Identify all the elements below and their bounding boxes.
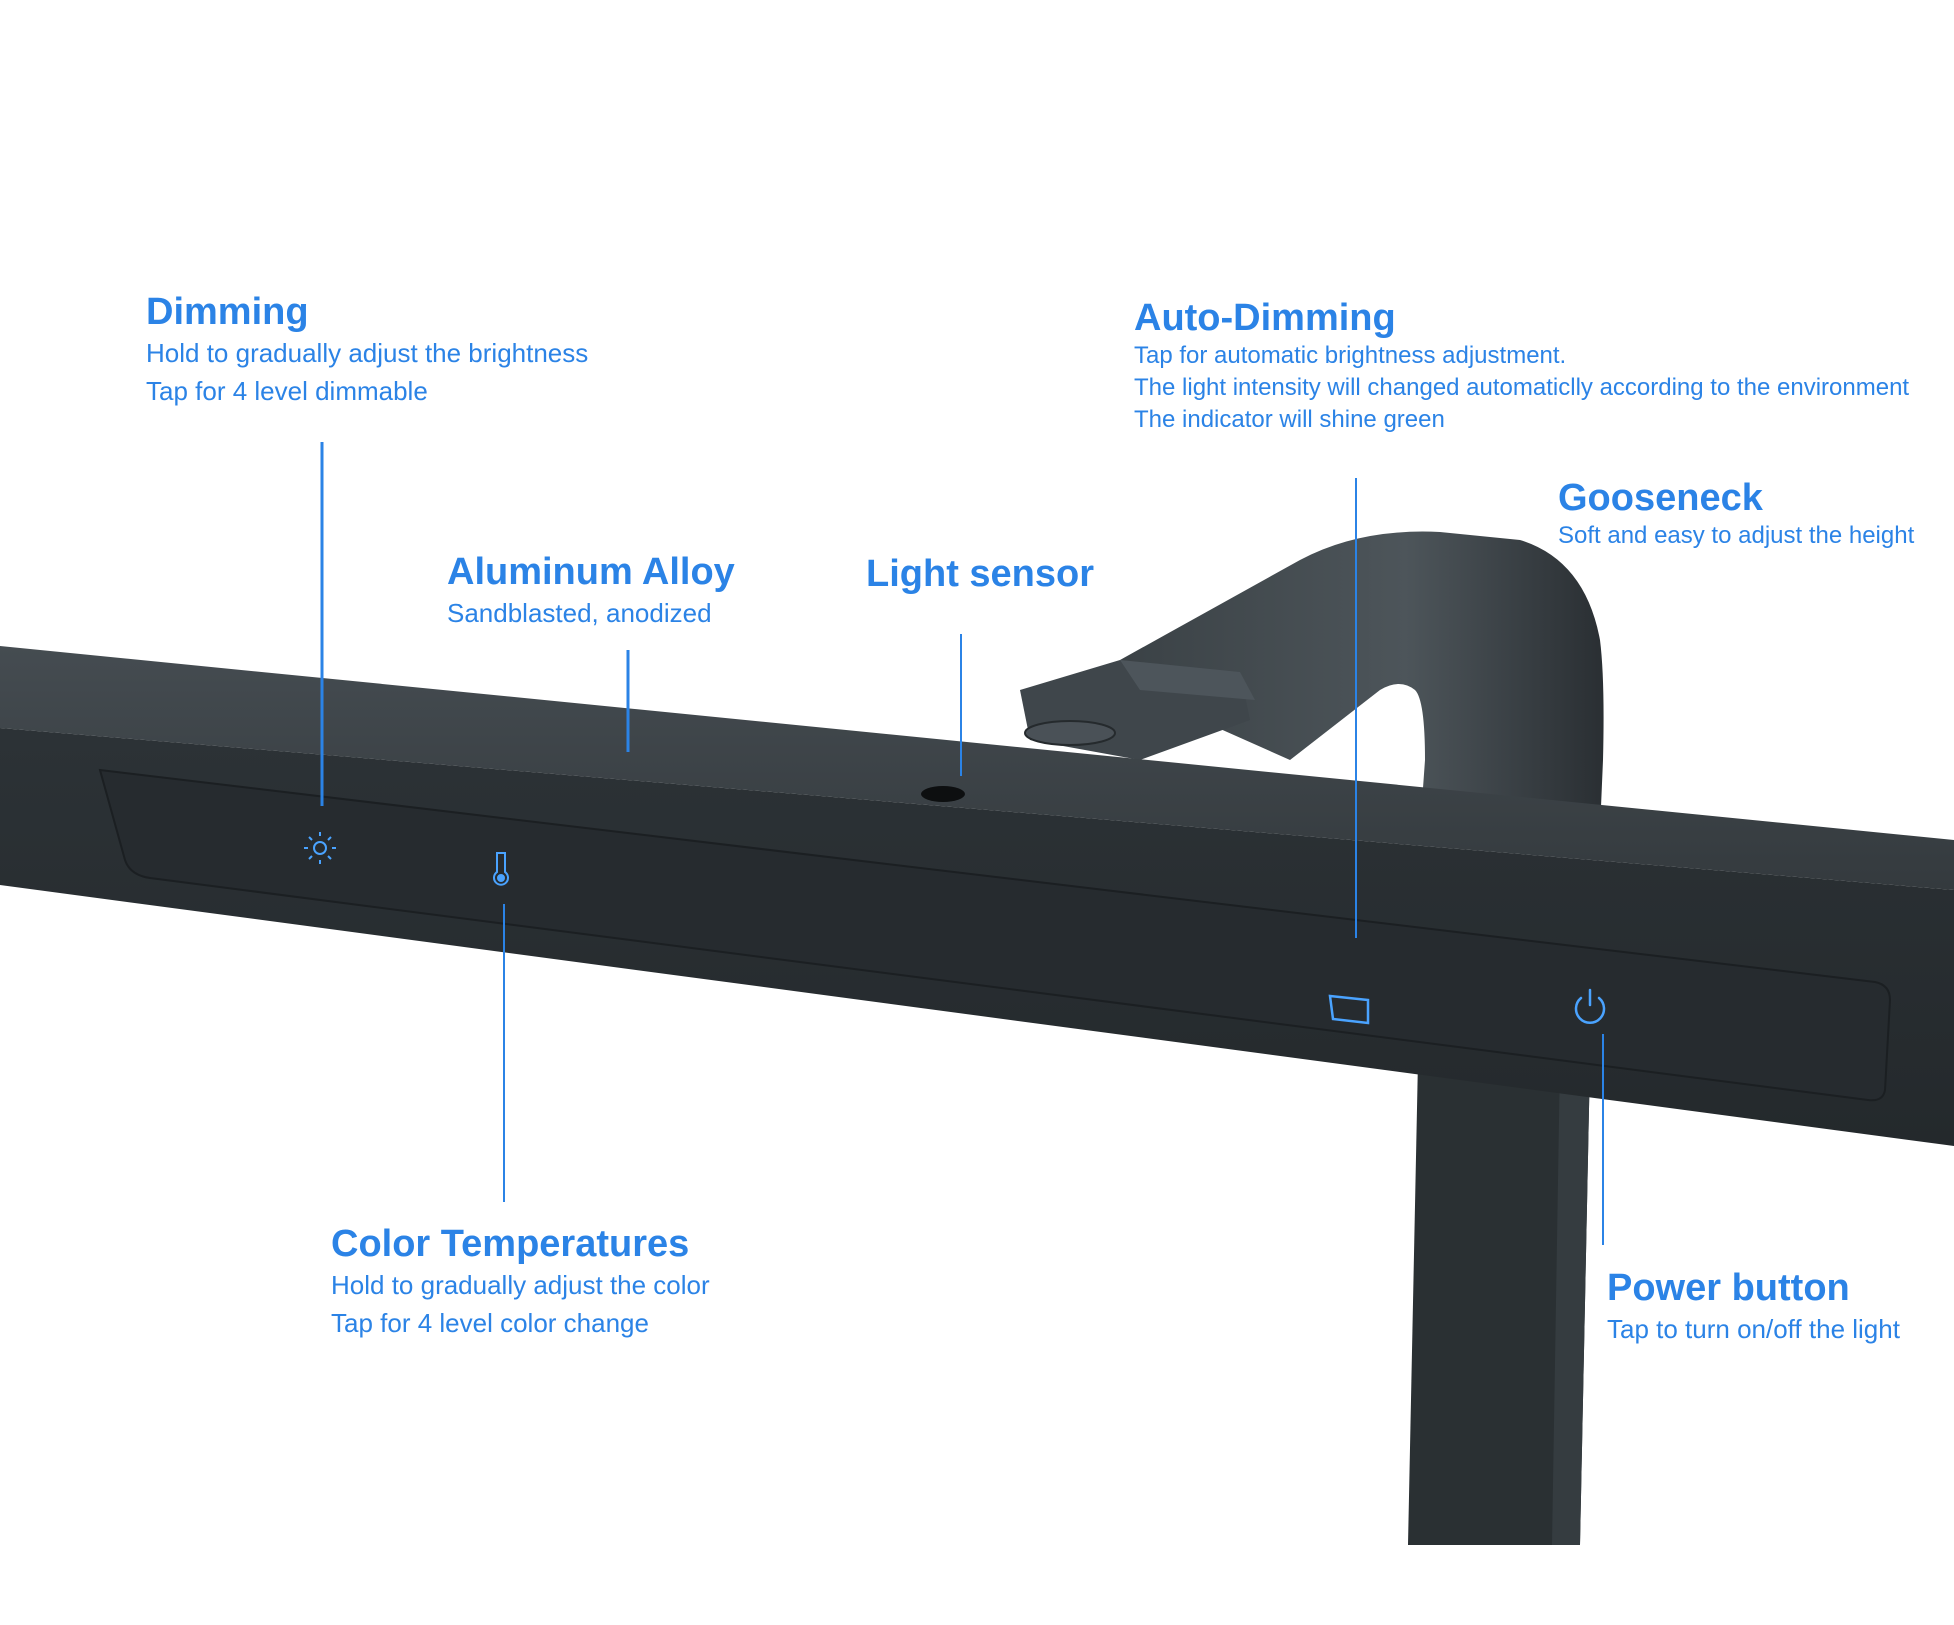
power-icon[interactable] (1574, 988, 1606, 1024)
annotation-color-temperatures: Color Temperatures Hold to gradually adj… (331, 1222, 710, 1342)
light-sensor-hole (921, 786, 965, 802)
touch-panel (98, 768, 1892, 1102)
auto-dimming-title: Auto-Dimming (1134, 297, 1396, 339)
gooseneck-line-1: Soft and easy to adjust the height (1558, 522, 1915, 549)
auto-dimming-line-3: The indicator will shine green (1134, 406, 1445, 433)
gooseneck-title: Gooseneck (1558, 477, 1763, 519)
power-button-title: Power button (1607, 1267, 1850, 1309)
aluminum-alloy-line-1: Sandblasted, anodized (447, 598, 712, 628)
annotation-dimming: Dimming Hold to gradually adjust the bri… (146, 290, 588, 410)
dimming-title: Dimming (146, 291, 309, 333)
color-temperatures-line-1: Hold to gradually adjust the color (331, 1270, 710, 1300)
auto-dimming-line-2: The light intensity will changed automat… (1134, 374, 1910, 401)
color-temperatures-line-2: Tap for 4 level color change (331, 1308, 649, 1338)
thermometer-icon[interactable] (493, 852, 509, 886)
color-temperatures-title: Color Temperatures (331, 1223, 690, 1265)
sun-dimming-icon[interactable] (304, 832, 336, 864)
power-button-line-1: Tap to turn on/off the light (1607, 1314, 1900, 1344)
annotation-light-sensor: Light sensor (866, 552, 1094, 596)
annotation-auto-dimming: Auto-Dimming Tap for automatic brightnes… (1134, 296, 1909, 436)
annotation-aluminum-alloy: Aluminum Alloy Sandblasted, anodized (447, 550, 735, 632)
auto-dimming-line-1: Tap for automatic brightness adjustment. (1134, 342, 1567, 369)
lamp-bar-top (0, 646, 1954, 890)
aluminum-alloy-title: Aluminum Alloy (447, 551, 735, 593)
dimming-line-2: Tap for 4 level dimmable (146, 376, 428, 406)
light-sensor-title: Light sensor (866, 553, 1095, 595)
auto-dimming-icon[interactable] (1328, 994, 1370, 1025)
annotation-power-button: Power button Tap to turn on/off the ligh… (1607, 1266, 1900, 1348)
annotation-gooseneck: Gooseneck Soft and easy to adjust the he… (1558, 476, 1914, 552)
dimming-line-1: Hold to gradually adjust the brightness (146, 338, 589, 368)
leader-lines (320, 442, 1604, 1245)
lamp-stand-pole (1408, 1060, 1590, 1545)
